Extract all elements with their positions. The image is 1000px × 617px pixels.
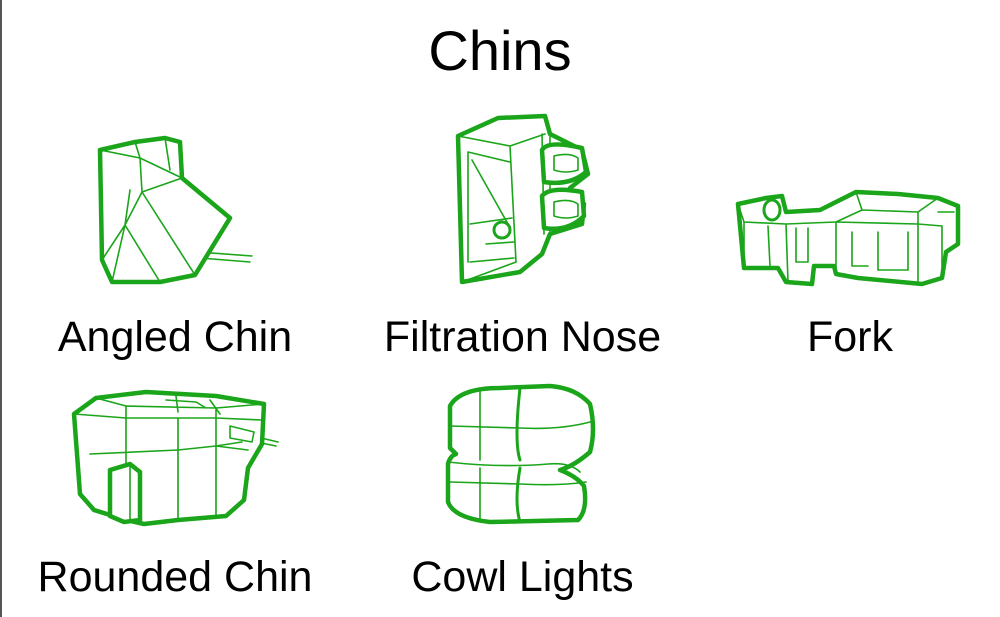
- fork-label: Fork: [807, 313, 893, 361]
- rounded-chin-drawing: [71, 389, 279, 527]
- cowl-lights-item: [440, 382, 600, 527]
- cowl-lights-label: Cowl Lights: [411, 553, 634, 601]
- filtration-nose-item: [450, 112, 600, 287]
- rounded-chin-item: [66, 388, 286, 538]
- filtration-nose-label: Filtration Nose: [383, 313, 662, 361]
- page-title: Chins: [428, 19, 572, 82]
- left-border: [0, 0, 2, 617]
- angled-chin-label: Angled Chin: [57, 313, 293, 361]
- filtration-nose-drawing: [455, 113, 591, 285]
- angled-chin-drawing: [97, 135, 253, 285]
- fork-drawing: [735, 189, 961, 287]
- angled-chin-item: [90, 130, 260, 290]
- fork-item: [728, 182, 968, 292]
- rounded-chin-label: Rounded Chin: [37, 553, 313, 601]
- cowl-lights-drawing: [445, 383, 596, 525]
